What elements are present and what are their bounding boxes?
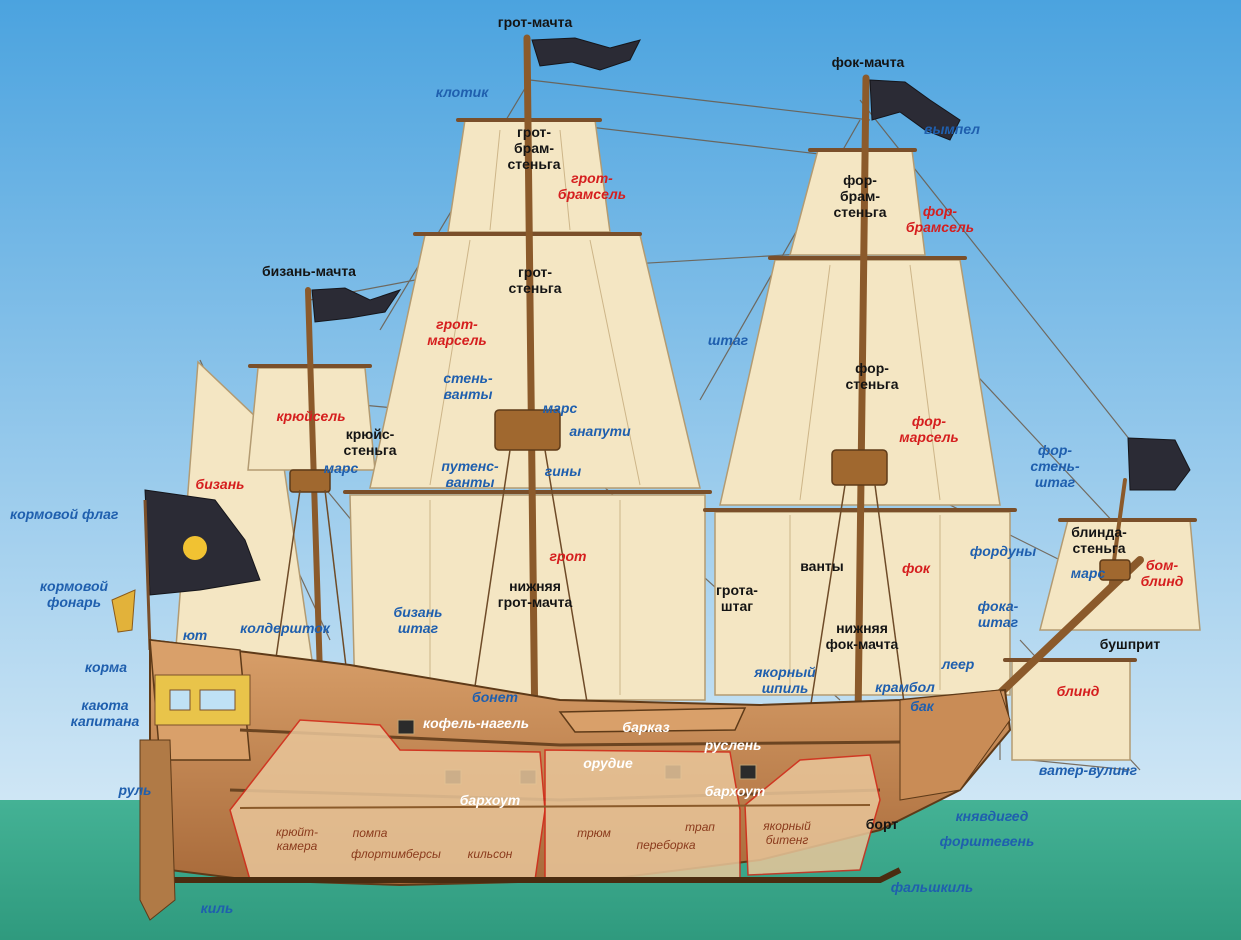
label-grot: грот [549,548,587,564]
label-barhout-left: бархоут [459,792,521,808]
fore-flag [869,79,961,141]
label-giny: гины [544,463,582,479]
bow-flag [1127,437,1191,491]
label-yut: ют [182,627,208,643]
label-trap: трап [685,820,715,834]
label-blinda-stenga: блинда-стеньга [1071,524,1127,556]
label-bonet: бонет [472,689,518,705]
label-forshteven: форштевень [939,833,1035,849]
label-grot-bramsel: грот-брамсель [557,170,627,202]
label-bort: борт [865,816,899,832]
main-flag [531,37,641,71]
flags [144,37,1191,596]
mizzen-flag [311,287,402,323]
label-for-sten-shtag: фор-стень-штаг [1030,442,1080,490]
label-vater-vuling: ватер-вулинг [1038,762,1138,778]
label-bak: бак [910,698,934,714]
label-florttimbersy: флортимберсы [351,847,441,861]
label-pompa: помпа [352,826,388,840]
label-foka-shtag: фока-штаг [977,598,1019,630]
label-bizan-machta: бизань-мачта [262,263,356,279]
grot-sail [349,494,706,701]
label-pereborka: переборка [636,838,696,852]
label-mars-main: марс [542,400,578,416]
label-grot-marsel: грот-марсель [427,316,487,348]
label-kormovoy-flag: кормовой флаг [10,506,119,522]
stern-lantern [111,499,152,651]
label-kruyt-kamera: крюйт-камера [275,825,319,853]
label-fok-machta: фок-мачта [831,54,905,70]
label-falshkil: фальшкиль [890,879,974,895]
label-orudie: орудие [583,755,633,771]
label-for-bram-stenga: фор-брам-стеньга [833,172,887,220]
label-kofel-nagel: кофель-нагель [422,715,530,731]
label-trum: трюм [577,826,611,840]
label-krambol: крамбол [875,679,935,695]
label-grot-machta: грот-мачта [497,14,573,30]
label-rulen: руслень [704,737,762,753]
label-for-marsel: фор-марсель [899,413,959,445]
label-for-stenga: фор-стеньга [845,360,899,392]
label-grot-bram-stenga: грот-брам-стеньга [507,124,561,172]
shrouds [269,449,906,721]
label-vympel: вымпел [924,121,980,137]
tops [289,409,1131,581]
label-bizan: бизань [195,476,245,492]
label-klotik: клотик [435,84,489,100]
blind-sail [1011,659,1131,761]
label-fok: фок [901,560,931,576]
label-for-bramsel: фор-брамсель [905,203,975,235]
label-korma: корма [84,659,128,675]
label-bom-blind: бом-блинд [1140,557,1184,589]
label-kil: киль [200,900,234,916]
label-shtag: штаг [707,332,749,348]
label-mars-bow: марс [1070,565,1106,581]
longboat [558,707,747,733]
label-sten-vanty: стень-ванты [443,370,493,402]
label-blind: блинд [1056,683,1100,699]
label-barkaz: барказ [622,719,670,735]
label-rul: руль [118,782,152,798]
label-kilson: кильсон [467,847,513,861]
label-barhout-right: бархоут [704,783,766,799]
label-vanty: ванты [800,558,844,574]
label-anaputi: анапути [569,423,631,439]
label-putens-vanty: путенс-ванты [441,458,499,490]
label-leer: леер [941,656,975,672]
label-kruys-stenga: крюйс-стеньга [343,426,397,458]
label-forduny: фордуны [969,543,1037,559]
label-grota-shtag: грота-штаг [716,582,758,614]
label-mars-mizzen: марс [323,460,359,476]
label-krujsel: крюйсель [276,408,346,424]
label-kolderstok: колдершток [240,620,330,636]
label-bushprit: бушприт [1099,636,1161,652]
hull [139,638,1012,921]
label-grot-stenga: грот-стеньга [508,264,562,296]
label-knyavdiged: княвдигед [955,808,1029,824]
